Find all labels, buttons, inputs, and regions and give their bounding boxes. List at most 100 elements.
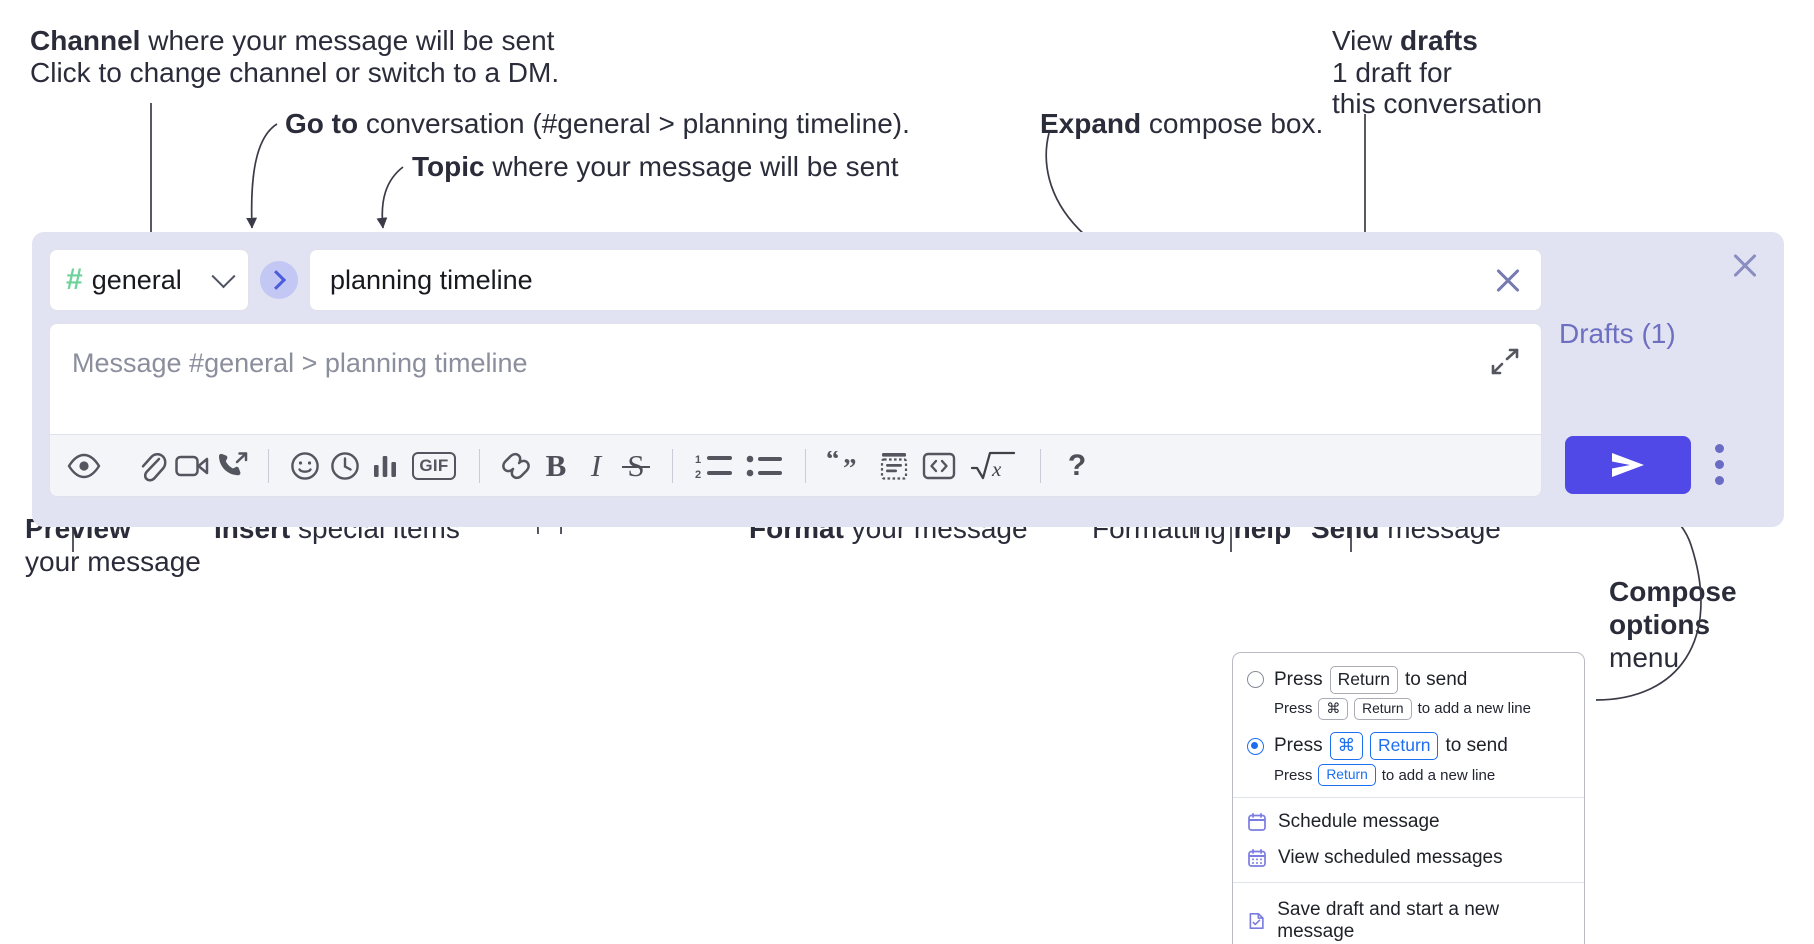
kebab-dot-3 xyxy=(1714,476,1724,485)
clock-icon[interactable] xyxy=(325,446,365,486)
key-return-3: Return xyxy=(1370,732,1439,760)
preview-icon[interactable] xyxy=(64,446,104,486)
gif-icon[interactable]: GIF xyxy=(405,446,463,486)
menu-divider-1 xyxy=(1233,797,1584,799)
bold-label: B xyxy=(545,448,567,483)
menu-divider-2 xyxy=(1233,882,1584,884)
svg-text:”: ” xyxy=(843,453,857,481)
option-cmd-return-to-send[interactable]: Press ⌘ Return to send xyxy=(1233,732,1584,760)
hash-icon: # xyxy=(66,263,83,296)
annotation-drafts-sub2: this conversation xyxy=(1332,88,1543,119)
inline-code-icon[interactable] xyxy=(914,446,964,486)
bold-icon[interactable]: B xyxy=(536,446,576,486)
strikethrough-icon[interactable]: S xyxy=(616,446,656,486)
message-placeholder: Message #general > planning timeline xyxy=(72,348,528,378)
option-return-label: Press Return to send xyxy=(1274,666,1467,694)
emoji-icon[interactable] xyxy=(285,446,325,486)
toolbar-divider-1 xyxy=(268,448,269,483)
annotation-drafts-sub1: 1 draft for xyxy=(1332,57,1452,88)
call-icon[interactable] xyxy=(212,446,252,486)
close-compose-icon[interactable] xyxy=(1730,250,1760,280)
option-return-to-send[interactable]: Press Return to send xyxy=(1233,666,1584,694)
send-button[interactable] xyxy=(1565,436,1691,494)
formatting-toolbar: GIF B I S xyxy=(49,435,1542,497)
message-input[interactable]: Message #general > planning timeline xyxy=(49,323,1542,435)
toolbar-divider-5 xyxy=(1040,448,1041,483)
option-return-sublabel: Press ⌘ Return to add a new line xyxy=(1233,694,1584,721)
annotation-channel-sub: Click to change channel or switch to a D… xyxy=(30,57,560,88)
toolbar-divider-4 xyxy=(805,448,806,483)
poll-icon[interactable] xyxy=(365,446,405,486)
annotation-goto: Go to conversation (#general > planning … xyxy=(285,108,910,139)
italic-icon[interactable]: I xyxy=(576,446,616,486)
video-icon[interactable] xyxy=(172,446,212,486)
topic-value: planning timeline xyxy=(330,264,533,295)
key-command-2: ⌘ xyxy=(1329,732,1364,760)
menu-item-schedule-message[interactable]: Schedule message xyxy=(1233,801,1584,840)
channel-name: general xyxy=(91,264,182,295)
strike-label: S xyxy=(622,450,650,481)
clear-topic-icon[interactable] xyxy=(1493,265,1523,295)
link-icon[interactable] xyxy=(496,446,536,486)
toolbar-divider-3 xyxy=(672,448,673,483)
blockquote-icon[interactable]: “ ” xyxy=(822,446,874,486)
chevron-right-icon xyxy=(266,270,287,290)
svg-text:2: 2 xyxy=(695,469,701,480)
menu-item-view-scheduled[interactable]: View scheduled messages xyxy=(1233,840,1584,876)
radio-cmd-return-to-send[interactable] xyxy=(1247,737,1264,755)
key-command: ⌘ xyxy=(1318,697,1349,721)
annotation-channel: Channel where your message will be sent xyxy=(30,25,555,56)
help-icon[interactable]: ? xyxy=(1057,446,1097,486)
kebab-dot-2 xyxy=(1714,460,1724,469)
key-return-2: Return xyxy=(1354,697,1412,721)
option-cmd-return-label: Press ⌘ Return to send xyxy=(1274,732,1508,760)
key-return: Return xyxy=(1329,666,1399,694)
strike-bar xyxy=(622,465,650,469)
drafts-link[interactable]: Drafts (1) xyxy=(1559,318,1676,349)
save-draft-icon xyxy=(1249,913,1264,930)
svg-text:“: “ xyxy=(826,451,840,474)
annotation-compose-options-3: menu xyxy=(1609,642,1680,673)
send-shortcut-options: Press Return to send Press ⌘ Return to a… xyxy=(1233,653,1584,797)
annotation-drafts: View drafts xyxy=(1332,25,1478,56)
key-return-4: Return xyxy=(1318,763,1376,787)
annotation-preview-line2: your message xyxy=(25,546,201,577)
help-label: ? xyxy=(1067,448,1087,482)
code-block-icon[interactable] xyxy=(874,446,914,486)
menu-item-save-draft-label: Save draft and start a new message xyxy=(1277,899,1500,943)
topic-field[interactable]: planning timeline xyxy=(309,249,1542,311)
calendar-grid-icon xyxy=(1248,849,1266,868)
compose-header-row: # general planning timeline xyxy=(49,249,1542,311)
chevron-down-icon xyxy=(211,263,236,288)
annotation-compose-options-1: Compose xyxy=(1609,576,1737,607)
compose-options-button[interactable] xyxy=(1713,444,1725,486)
expand-compose-button[interactable] xyxy=(1489,346,1521,378)
menu-item-view-scheduled-label: View scheduled messages xyxy=(1278,847,1503,869)
option-cmd-return-sublabel: Press Return to add a new line xyxy=(1233,760,1584,787)
attachment-icon[interactable] xyxy=(132,446,172,486)
toolbar-divider-2 xyxy=(479,448,480,483)
annotation-topic: Topic where your message will be sent xyxy=(412,151,899,182)
calendar-icon xyxy=(1248,813,1266,832)
radio-return-to-send[interactable] xyxy=(1247,671,1264,689)
send-icon xyxy=(1612,453,1644,477)
compose-options-menu: Press Return to send Press ⌘ Return to a… xyxy=(1232,652,1585,944)
annotation-compose-options-2: options xyxy=(1609,609,1711,640)
compose-inner: # general planning timeline Message #gen… xyxy=(49,249,1542,497)
compose-panel: Drafts (1) # general xyxy=(32,232,1784,527)
expand-icon xyxy=(1491,348,1519,375)
bulleted-list-icon[interactable] xyxy=(741,446,789,486)
channel-selector[interactable]: # general xyxy=(49,249,249,311)
schedule-section: Schedule message View scheduled messages xyxy=(1233,798,1584,882)
menu-item-save-draft[interactable]: Save draft and start a new message xyxy=(1233,889,1584,944)
italic-label: I xyxy=(590,448,602,483)
svg-text:1: 1 xyxy=(695,454,701,466)
kebab-dot-1 xyxy=(1714,444,1724,453)
goto-conversation-button[interactable] xyxy=(260,261,298,299)
gif-label: GIF xyxy=(412,451,456,480)
ordered-list-icon[interactable]: 1 2 xyxy=(689,446,741,486)
math-icon[interactable]: x xyxy=(964,446,1024,486)
annotation-expand: Expand compose box. xyxy=(1040,108,1324,139)
menu-item-schedule-label: Schedule message xyxy=(1278,811,1440,833)
